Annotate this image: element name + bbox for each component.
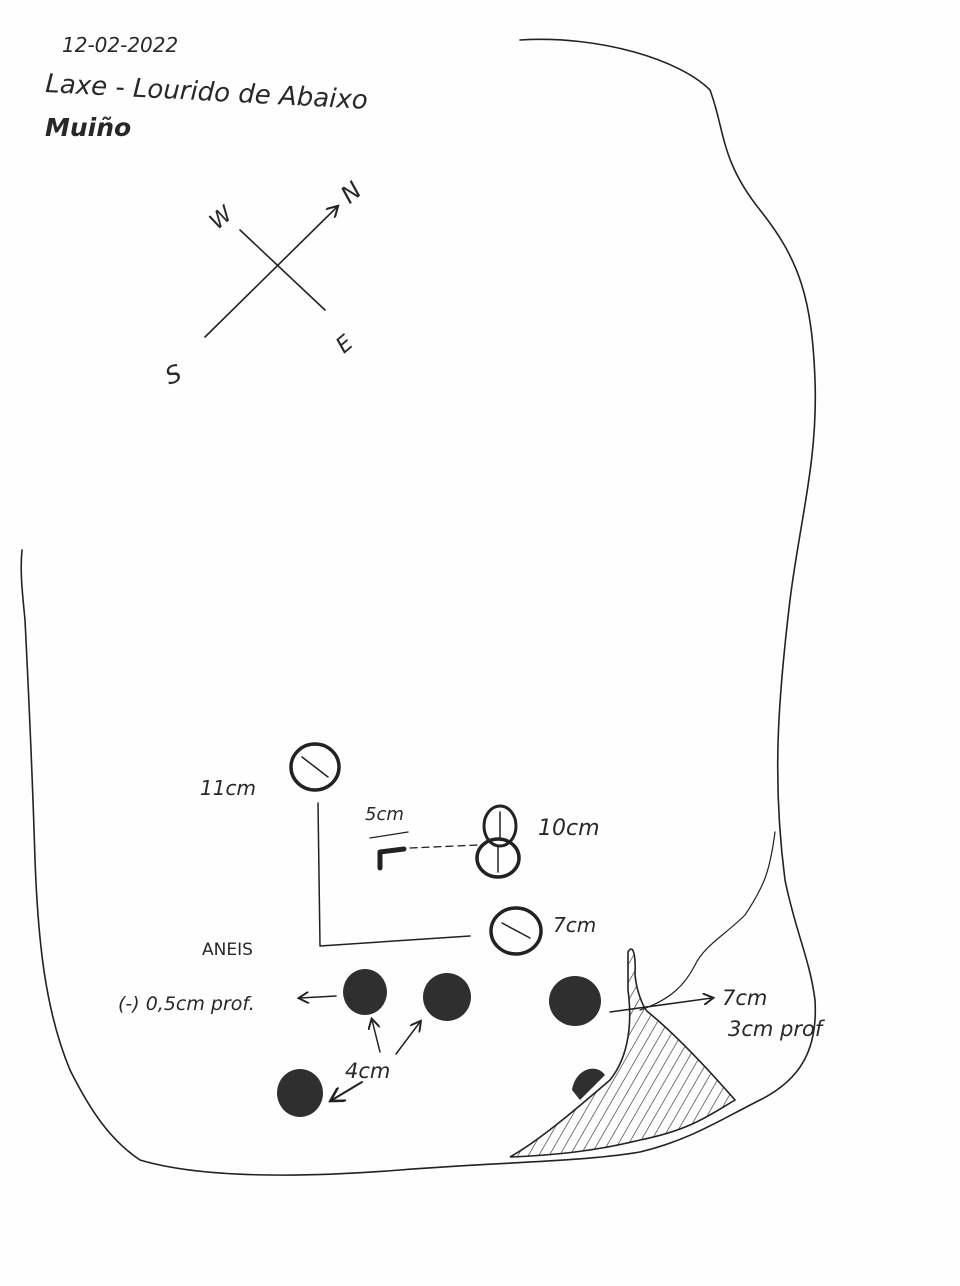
- arrow-icon: [372, 1020, 381, 1053]
- sketch-date: 12-02-2022: [62, 33, 178, 57]
- arrow-icon: [300, 996, 337, 998]
- compass-north: N: [335, 176, 367, 209]
- connector-line: [317, 802, 471, 947]
- arrow-icon: [332, 1081, 363, 1100]
- label-cup-size-7cm: 7cm: [722, 986, 767, 1010]
- arrow-icon: [395, 1022, 420, 1055]
- label-ring-7cm: 7cm: [553, 913, 596, 937]
- label-ring-10cm: 10cm: [538, 816, 600, 841]
- site-name: Laxe - Lourido de Abaixo: [45, 69, 369, 116]
- ring-11cm: [289, 742, 341, 792]
- cup-mark: [277, 1069, 323, 1117]
- cup-mark: [343, 969, 387, 1015]
- ring-10cm-double: [475, 804, 521, 879]
- label-groove-5cm: 5cm: [365, 804, 404, 825]
- north-arrow-icon: [204, 207, 337, 338]
- cup-mark-partial: [572, 1068, 605, 1100]
- compass-west: W: [205, 201, 239, 235]
- rings-title: ANEIS: [202, 940, 253, 960]
- municipality: Muiño: [45, 113, 131, 142]
- label-depth-left: (-) 0,5cm prof.: [118, 993, 255, 1015]
- broken-area-hatched: [509, 948, 737, 1158]
- west-east-line: [239, 229, 326, 311]
- compass-east: E: [332, 331, 359, 359]
- cup-mark: [549, 976, 601, 1026]
- rock-outline: [20, 38, 817, 1176]
- label-spacing-4cm: 4cm: [345, 1059, 390, 1083]
- rock-crack: [639, 831, 776, 1011]
- arrow-icon: [609, 998, 712, 1013]
- label-cup-depth-3cm: 3cm prof: [728, 1017, 826, 1041]
- compass-rose: N W E S: [161, 176, 367, 390]
- label-ring-11cm: 11cm: [200, 776, 256, 800]
- cup-mark: [423, 973, 471, 1021]
- compass-south: S: [161, 359, 185, 391]
- groove-5cm: [369, 831, 479, 871]
- ring-7cm: [489, 906, 543, 956]
